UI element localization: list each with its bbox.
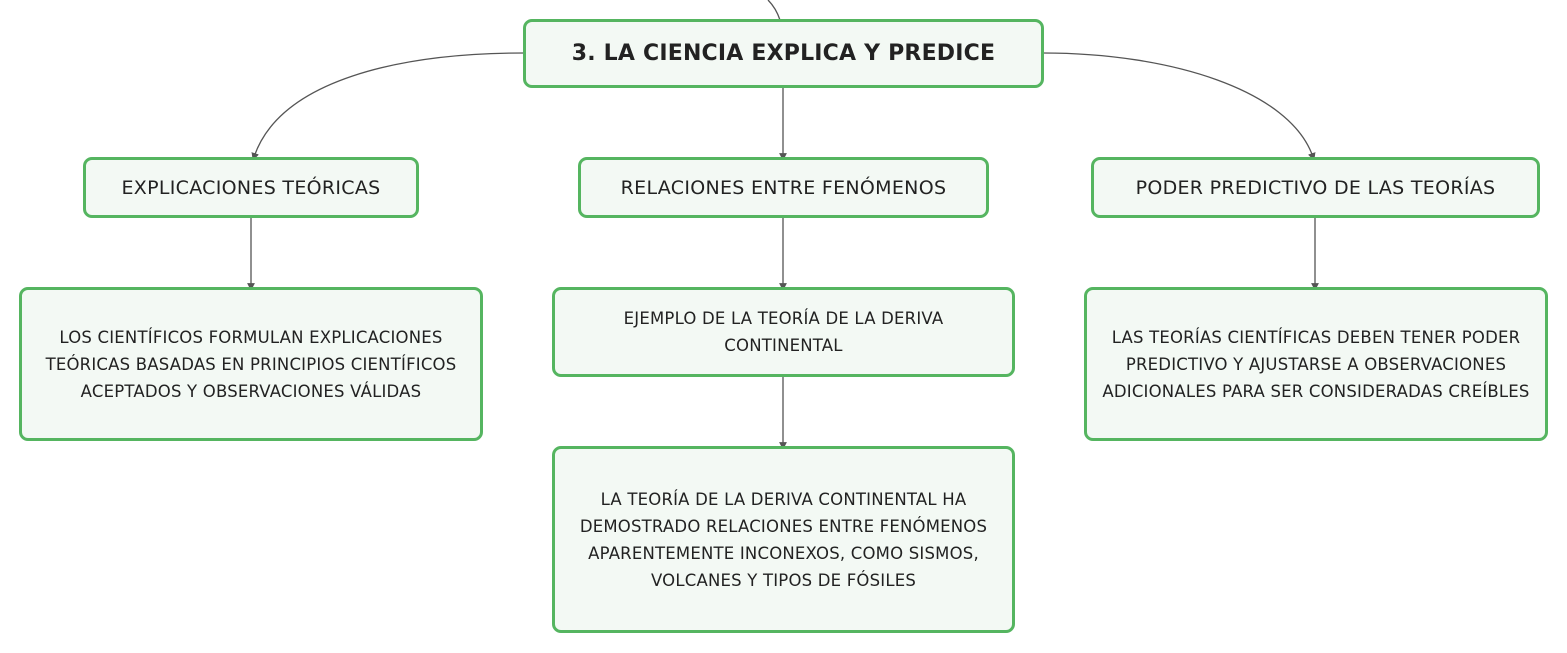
leaf-text: LOS CIENTÍFICOS FORMULAN EXPLICACIONES T… [45,327,457,401]
leaf-text: LAS TEORÍAS CIENTÍFICAS DEBEN TENER PODE… [1102,327,1530,401]
branch-label: EXPLICACIONES TEÓRICAS [121,176,381,199]
leaf-node-poder-predictivo[interactable]: LAS TEORÍAS CIENTÍFICAS DEBEN TENER PODE… [1084,287,1548,441]
leaf-text: LA TEORÍA DE LA DERIVA CONTINENTAL HA DE… [579,489,988,590]
branch-label: RELACIONES ENTRE FENÓMENOS [620,176,947,199]
leaf-node-teoria-deriva-continental[interactable]: LA TEORÍA DE LA DERIVA CONTINENTAL HA DE… [552,446,1015,633]
leaf-node-explicaciones-teoricas[interactable]: LOS CIENTÍFICOS FORMULAN EXPLICACIONES T… [19,287,483,441]
branch-node-poder-predictivo[interactable]: PODER PREDICTIVO DE LAS TEORÍAS [1091,157,1540,218]
branch-label: PODER PREDICTIVO DE LAS TEORÍAS [1135,176,1496,199]
leaf-node-ejemplo-deriva-continental[interactable]: EJEMPLO DE LA TEORÍA DE LA DERIVA CONTIN… [552,287,1015,377]
edge-root-to-branch-3 [1042,52,1316,161]
branch-node-explicaciones-teoricas[interactable]: EXPLICACIONES TEÓRICAS [83,157,419,218]
branch-node-relaciones-entre-fenomenos[interactable]: RELACIONES ENTRE FENÓMENOS [578,157,989,218]
leaf-text: EJEMPLO DE LA TEORÍA DE LA DERIVA CONTIN… [623,309,944,355]
root-node[interactable]: 3. LA CIENCIA EXPLICA Y PREDICE [523,19,1044,88]
edge-incoming-root [767,0,781,21]
root-label: 3. LA CIENCIA EXPLICA Y PREDICE [571,41,996,66]
edge-root-to-branch-1 [251,52,525,161]
